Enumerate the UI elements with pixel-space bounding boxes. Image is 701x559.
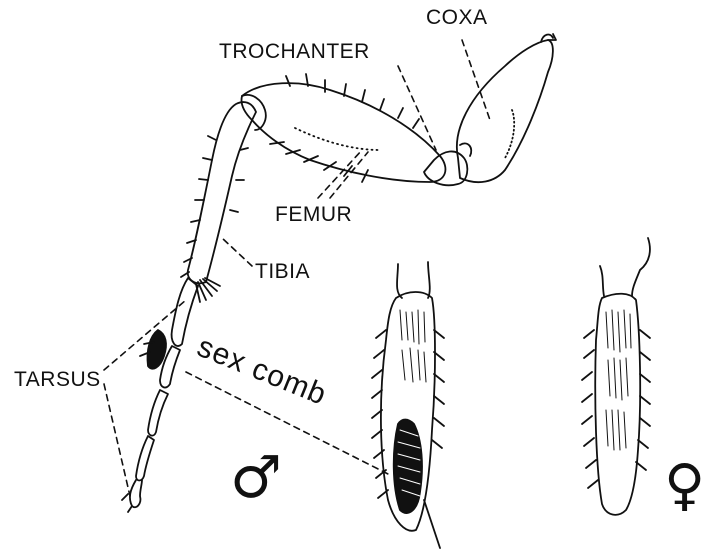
coxa-segment [457, 34, 556, 182]
leader-tarsus-1 [104, 300, 186, 370]
leader-tibia [222, 238, 252, 266]
male-symbol-icon: ♂ [230, 448, 282, 506]
female-basitarsus [582, 238, 650, 515]
coxa-label: COXA [426, 6, 488, 30]
femur-label: FEMUR [275, 203, 352, 227]
tibia-label: TIBIA [255, 260, 310, 284]
tarsus-segment [122, 278, 198, 512]
femur-segment [241, 74, 445, 182]
male-basitarsus [372, 262, 444, 548]
trochanter-segment [424, 143, 471, 185]
female-symbol-icon: ♀ [664, 458, 701, 514]
leader-tarsus-2 [104, 384, 130, 496]
trochanter-label: TROCHANTER [219, 40, 370, 64]
tibia-segment [181, 102, 256, 302]
tarsus-label: TARSUS [14, 368, 101, 392]
leader-coxa [462, 40, 490, 120]
leader-femur-1 [318, 150, 362, 198]
